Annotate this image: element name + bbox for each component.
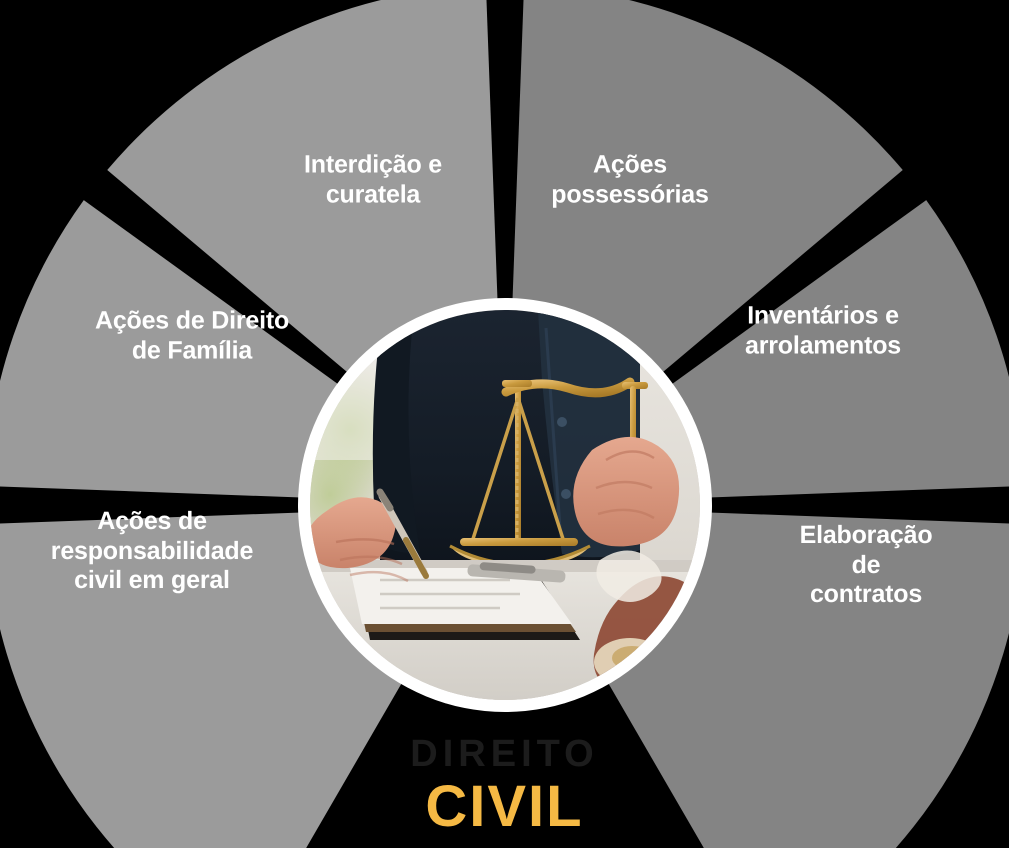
center-photo-image <box>310 310 700 700</box>
title-block: DIREITO CIVIL <box>0 735 1009 838</box>
center-photo-circle <box>298 298 712 712</box>
title-line-direito: DIREITO <box>410 733 599 775</box>
title-line-civil: CIVIL <box>425 774 584 839</box>
scales-of-justice-icon <box>310 310 700 700</box>
